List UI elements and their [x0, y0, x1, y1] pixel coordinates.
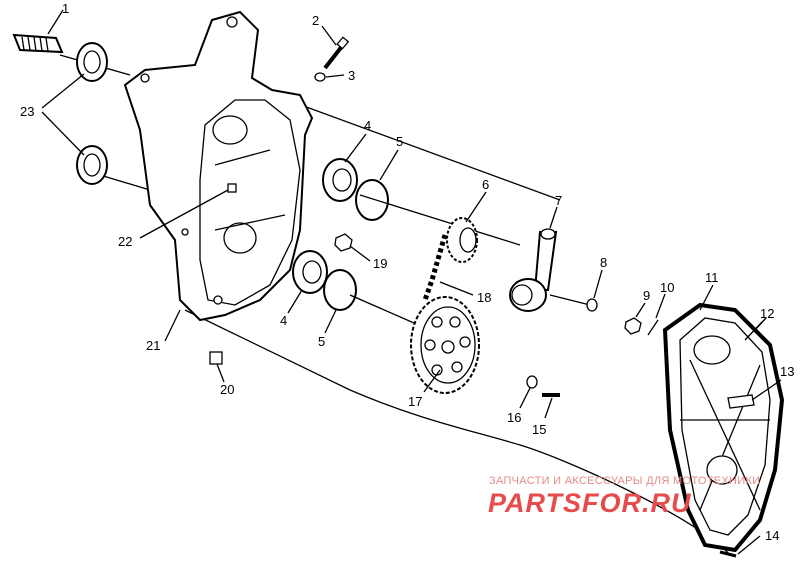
part-4-bearing-lower — [292, 250, 328, 294]
callout-23: 23 — [20, 104, 34, 119]
watermark-brand: PARTSFOR.RU — [488, 488, 692, 518]
part-11-cover — [662, 302, 785, 553]
part-5-oring-upper — [355, 179, 389, 221]
callout-15: 15 — [532, 422, 546, 437]
part-19-nut — [334, 233, 353, 252]
callout-6: 6 — [482, 177, 489, 192]
callout-8: 8 — [600, 255, 607, 270]
callout-9: 9 — [643, 288, 650, 303]
callout-labels: 1 2 3 4 4 5 5 6 7 8 9 10 11 12 13 14 15 … — [20, 1, 794, 543]
alignment-lines — [59, 54, 731, 556]
watermark-tagline: ЗАПЧАСТИ И АКСЕССУАРЫ ДЛЯ МОТОТЕХНИКИ — [489, 475, 760, 487]
callout-10: 10 — [660, 280, 674, 295]
callout-3: 3 — [348, 68, 355, 83]
callout-12: 12 — [760, 306, 774, 321]
part-13-decal — [727, 394, 755, 409]
part-9-nut — [624, 317, 642, 335]
leader-lines — [41, 9, 782, 555]
callout-16: 16 — [507, 410, 521, 425]
part-3-washer — [314, 72, 326, 82]
part-18-chain — [422, 234, 448, 301]
part-14-screw — [719, 550, 737, 558]
chaincase-housing — [123, 10, 314, 322]
part-16-washer — [526, 375, 538, 389]
callout-22: 22 — [118, 234, 132, 249]
callout-18: 18 — [477, 290, 491, 305]
callout-19: 19 — [373, 256, 387, 271]
part-10-pin — [647, 319, 659, 336]
callout-5-upper: 5 — [396, 134, 403, 149]
callout-4-lower: 4 — [280, 313, 287, 328]
part-1-shaft — [12, 33, 64, 54]
callout-17: 17 — [408, 394, 422, 409]
callout-21: 21 — [146, 338, 160, 353]
part-5-oring-lower — [323, 269, 357, 311]
part-6-sprocket — [446, 217, 478, 263]
part-20-plug — [209, 351, 223, 365]
part-4-bearing-upper — [322, 158, 358, 202]
callout-1: 1 — [62, 1, 69, 16]
part-23-seals — [76, 42, 108, 185]
callout-20: 20 — [220, 382, 234, 397]
callout-5-lower: 5 — [318, 334, 325, 349]
callout-11: 11 — [705, 270, 719, 285]
part-8-washer — [586, 298, 598, 312]
callout-13: 13 — [780, 364, 794, 379]
watermark: ЗАПЧАСТИ И АКСЕССУАРЫ ДЛЯ МОТОТЕХНИКИ PA… — [488, 475, 760, 518]
part-2-bolt — [323, 36, 350, 70]
callout-2: 2 — [312, 13, 319, 28]
callout-7: 7 — [555, 193, 562, 208]
callout-4-upper: 4 — [364, 118, 371, 133]
part-22-stud — [227, 183, 237, 193]
callout-14: 14 — [765, 528, 779, 543]
part-7-tensioner — [509, 228, 558, 312]
part-17-gear — [410, 296, 480, 394]
